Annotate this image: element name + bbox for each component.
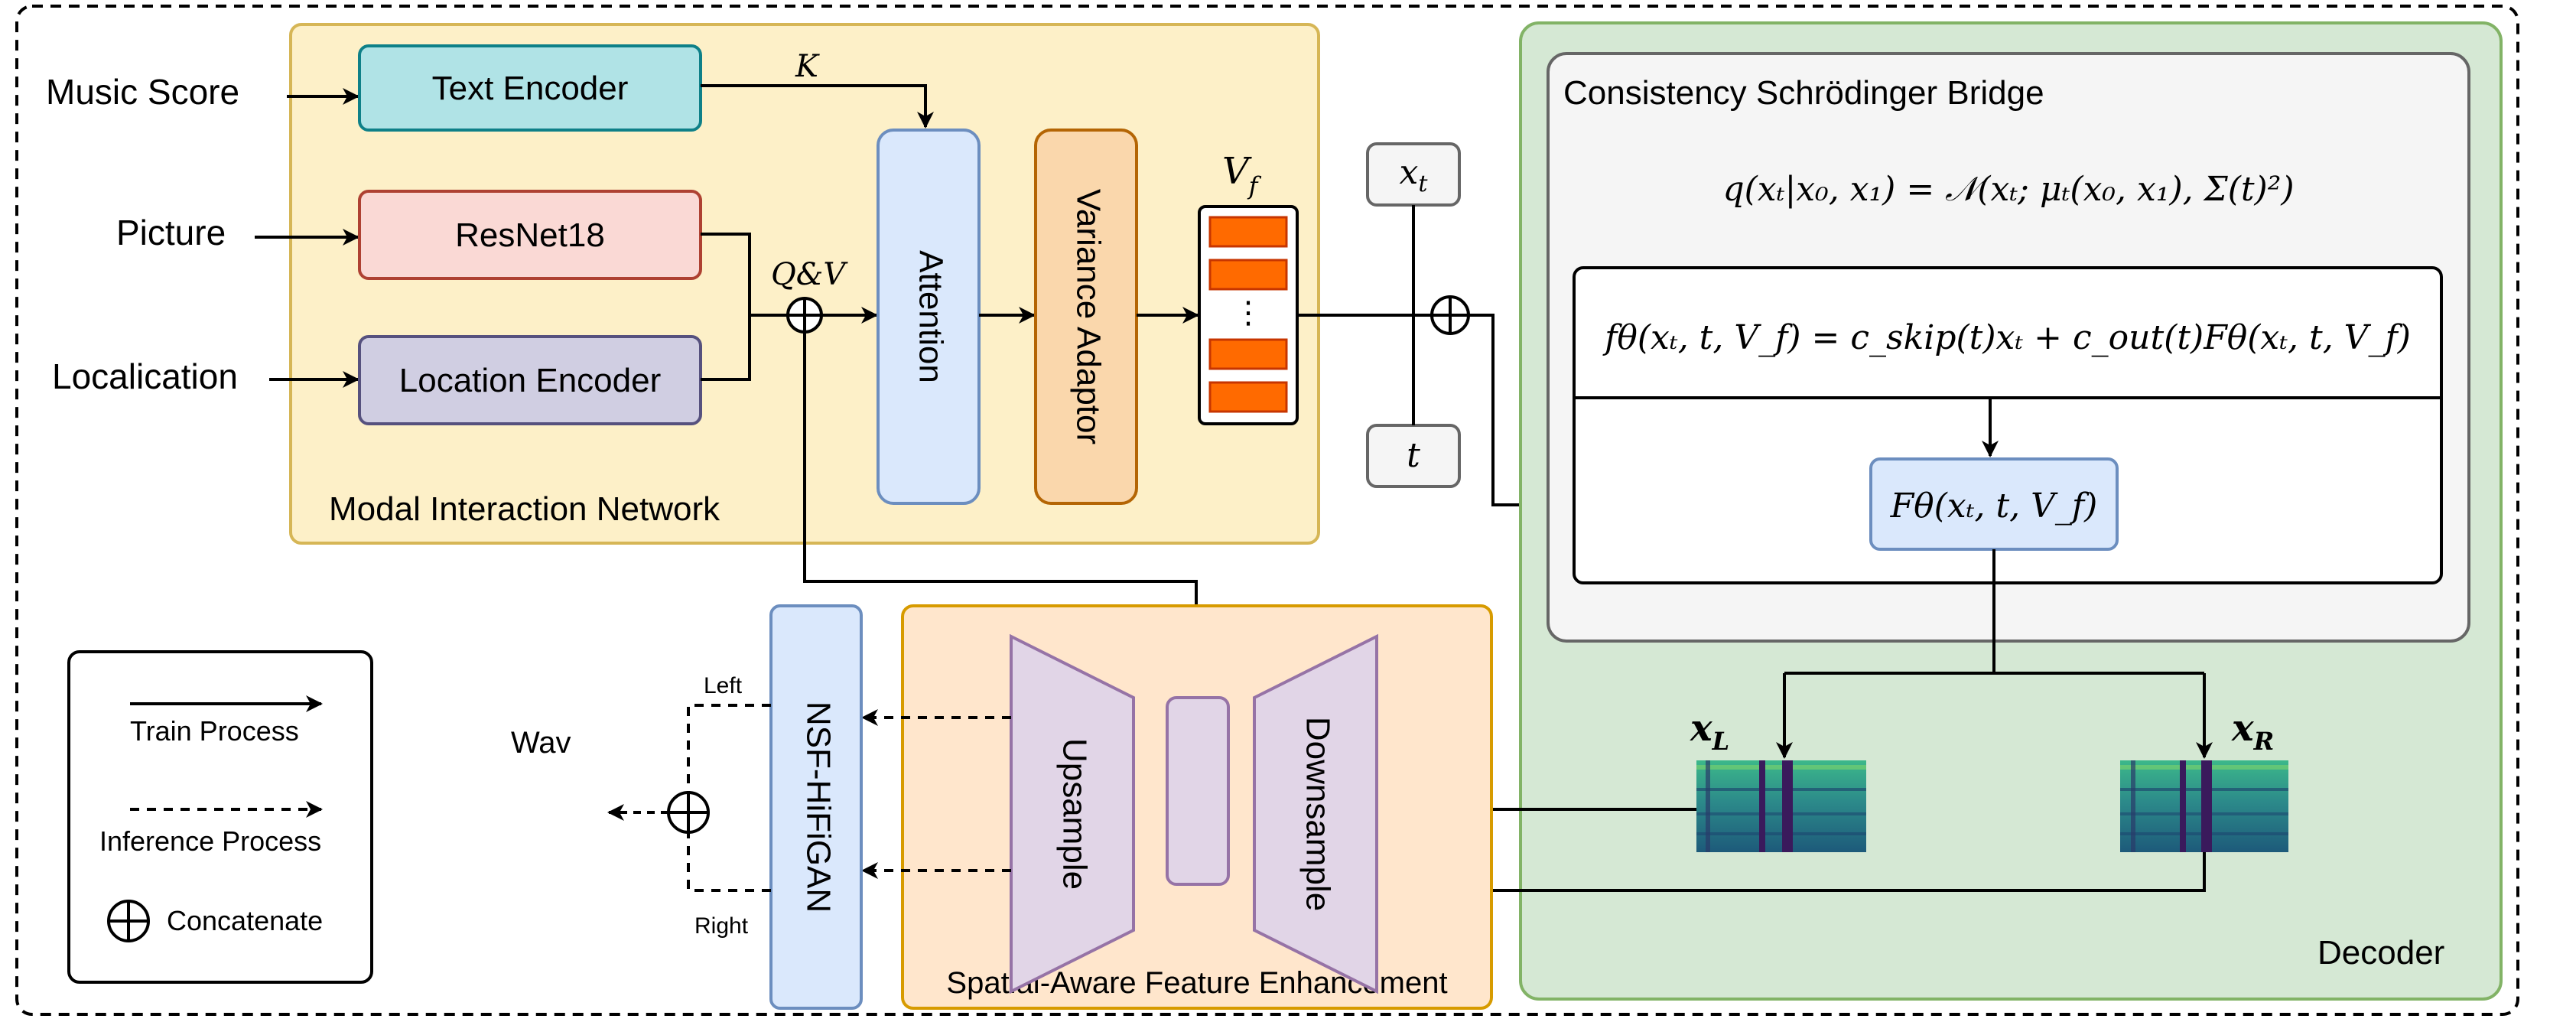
q-formula: q(xₜ|x₀, x₁) = 𝒩(xₜ; μₜ(x₀, x₁), Σ(t)²) [1722,170,2294,209]
waveform-icon [382,762,604,863]
input-picture: Picture [116,213,226,252]
variance-adaptor-label: Variance Adaptor [1069,189,1107,444]
feature-bar [1208,338,1288,370]
qv-label: Q&V [771,257,848,292]
upsample-block [1010,633,1135,994]
feature-bar [1208,259,1288,291]
bridge-title: Consistency Schrödinger Bridge [1563,74,2044,112]
spectrogram-right [2120,760,2288,852]
nsf-hifigan-label: NSF-HiFiGAN [799,701,837,913]
downsample-label: Downsample [1299,717,1336,911]
xt-label: xt [1400,153,1429,197]
input-music-score: Music Score [46,72,239,112]
dashed-right-output [687,831,771,892]
wav-label: Wav [511,726,571,760]
feature-bar [1208,216,1288,248]
t-label: t [1407,436,1420,475]
F-theta-label: Fθ(xₜ, t, V_f) [1890,487,2098,526]
decoder-label: Decoder [2317,934,2444,972]
upsample-label: Upsample [1055,738,1093,890]
legend-box [67,650,373,984]
feature-ellipsis: ⋮ [1233,296,1264,330]
modal-network-label: Modal Interaction Network [329,490,720,528]
spectrogram-left [1696,760,1866,852]
xL-label: xL [1690,707,1729,756]
xR-label: xR [2231,707,2274,756]
arrow-xR-to-downsample [1381,852,2206,899]
feature-bar [1208,381,1288,413]
bottleneck-block [1166,696,1230,886]
merge-line-resnet-location [701,233,751,381]
f-formula: fθ(xₜ, t, V_f) = c_skip(t)xₜ + c_out(t)F… [1602,318,2411,357]
text-encoder-label: Text Encoder [432,70,629,107]
nsf-hifigan-box [769,604,863,1010]
downsample-block [1253,633,1378,994]
text-encoder-box [358,44,702,132]
legend-train-label: Train Process [130,715,299,747]
consistency-function-box [1573,266,2443,584]
legend-inference-label: Inference Process [99,825,321,857]
input-localization: Localication [52,356,238,396]
arrow-text-encoder-to-attention [701,84,934,129]
resnet-label: ResNet18 [455,216,605,254]
attention-label: Attention [912,250,949,383]
legend-concat-label: Concatenate [167,905,323,936]
k-label: K [795,49,820,84]
dashed-left-output [687,704,771,812]
left-label: Left [704,673,743,698]
location-encoder-label: Location Encoder [399,362,661,399]
outer-border [15,5,2519,1016]
right-label: Right [694,913,749,939]
